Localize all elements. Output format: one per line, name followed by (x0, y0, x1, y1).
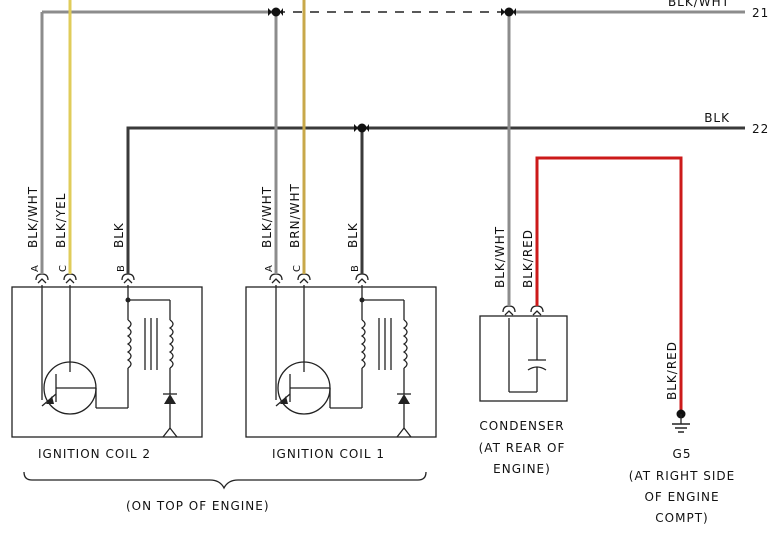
coil2-wire-b-label: BLK (112, 222, 126, 248)
ignition-coil-2: IGNITION COIL 2 (11, 285, 203, 461)
coil2-primary-winding (126, 319, 132, 369)
splice-dot (366, 124, 369, 132)
circuit-22-number: 22 (752, 122, 769, 136)
coil2-housing (11, 286, 203, 438)
coil1-housing (245, 286, 437, 438)
connector-terminals (35, 273, 544, 316)
coil2-pin-b: B (116, 265, 127, 272)
condenser-housing (479, 315, 568, 402)
circuit-21-number: 21 (752, 6, 769, 20)
splice-dot (501, 8, 505, 16)
splice-dot (280, 8, 283, 16)
coil1-name: IGNITION COIL 1 (272, 447, 385, 461)
coil2-wire-c-label: BLK/YEL (54, 193, 68, 248)
condenser-wire-1-label: BLK/WHT (493, 226, 507, 288)
coil2-pin-a: A (30, 265, 41, 272)
coil2-diode (164, 394, 176, 404)
condenser-name: CONDENSER (479, 419, 564, 433)
ground-location-line-3: COMPT) (655, 511, 708, 525)
ground-name: G5 (673, 447, 692, 461)
coil1-wire-b-label: BLK (346, 222, 360, 248)
ground-g5: G5 (AT RIGHT SIDE OF ENGINE COMPT) (629, 409, 735, 525)
coil1-wire-c-label: BRN/WHT (288, 183, 302, 248)
splice-dot (357, 123, 367, 133)
wire-condenser-blkred (535, 156, 683, 410)
ignition-coil-1: IGNITION COIL 1 (245, 285, 437, 461)
coil1-wire-a-label: BLK/WHT (260, 186, 274, 248)
coil1-pin-b: B (350, 265, 361, 272)
splice-dot (504, 7, 514, 17)
coil2-wire-a-label: BLK/WHT (26, 186, 40, 248)
coil1-secondary-winding (402, 319, 408, 369)
wire-circuit-22 (126, 126, 745, 262)
coil2-pin-c: C (58, 265, 69, 272)
coil2-name: IGNITION COIL 2 (38, 447, 151, 461)
circuit-22-color-label: BLK (704, 111, 730, 125)
condenser: CONDENSER (AT REAR OF ENGINE) (479, 315, 568, 476)
coils-location: (ON TOP OF ENGINE) (126, 499, 270, 513)
coil1-diode (398, 394, 410, 404)
coil1-pin-c: C (292, 265, 303, 272)
splice-dot (271, 7, 281, 17)
splice-dot (354, 124, 358, 132)
ground-location-line-2: OF ENGINE (644, 490, 719, 504)
splice-dot (268, 8, 272, 16)
ground-location-line-1: (AT RIGHT SIDE (629, 469, 735, 483)
condenser-wire-2-label: BLK/RED (521, 229, 535, 288)
coil1-primary-winding (360, 319, 366, 369)
condenser-location-line-2: ENGINE) (493, 462, 551, 476)
splice-dot (513, 8, 516, 16)
condenser-location-line-1: (AT REAR OF (479, 441, 566, 455)
coil2-secondary-winding (168, 319, 174, 369)
ground-wire-label: BLK/RED (665, 341, 679, 400)
coil1-pin-a: A (264, 265, 275, 272)
circuit-21-color-label: BLK/WHT (668, 0, 730, 9)
coils-brace (23, 471, 427, 490)
